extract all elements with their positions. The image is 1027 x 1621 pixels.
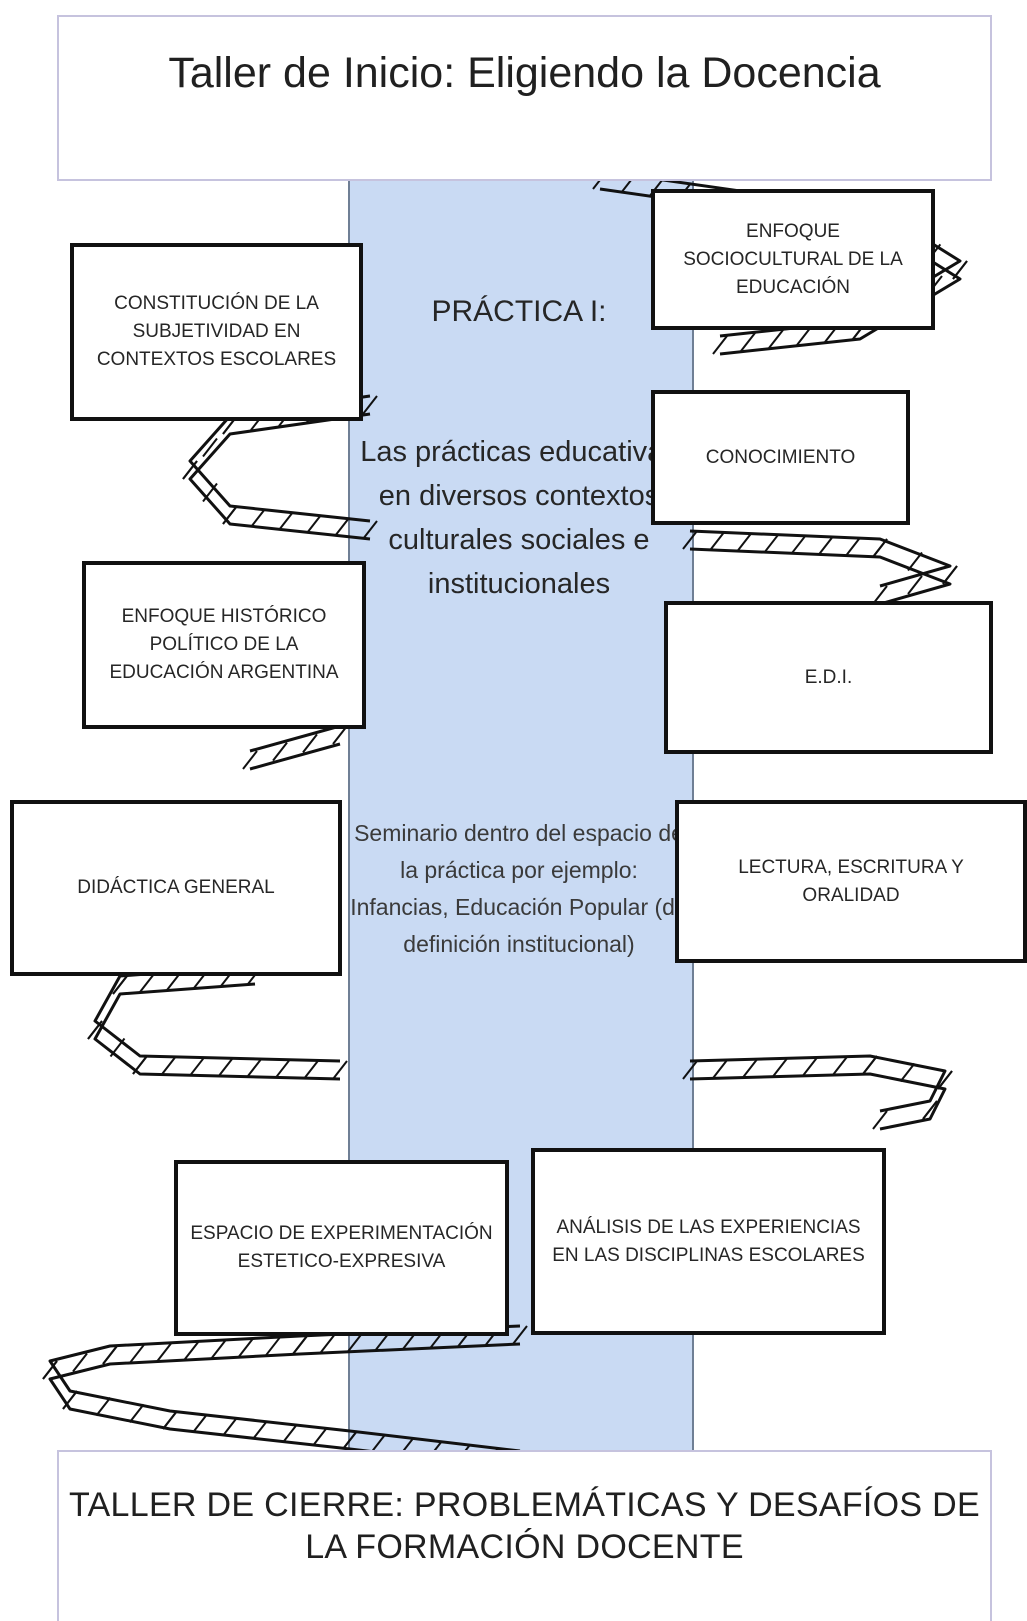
opening-workshop-box: Taller de Inicio: Eligiendo la Docencia [57,15,992,181]
practice-title: PRÁCTICA I: [431,295,607,328]
box-analisis-experiencias: ANÁLISIS DE LAS EXPERIENCIAS EN LAS DISC… [531,1148,886,1335]
ribbon-segment [682,529,958,606]
ribbon-segment [182,394,378,541]
closing-workshop-title: TALLER DE CIERRE: PROBLEMÁTICAS Y DESAFÍ… [69,1486,980,1566]
box-lectura-escritura: LECTURA, ESCRITURA Y ORALIDAD [675,800,1027,963]
ribbon-segment [242,724,348,771]
box-enfoque-sociocultural: ENFOQUE SOCIOCULTURAL DE LA EDUCACIÓN [651,189,935,330]
seminar-description: Seminario dentro del espacio de la práct… [350,820,688,957]
box-enfoque-historico: ENFOQUE HISTÓRICO POLÍTICO DE LA EDUCACI… [82,561,366,729]
box-edi: E.D.I. [664,601,993,754]
opening-workshop-title: Taller de Inicio: Eligiendo la Docencia [168,49,881,97]
box-didactica-general: DIDÁCTICA GENERAL [10,800,342,976]
box-conocimiento: CONOCIMIENTO [651,390,910,525]
closing-workshop-box: TALLER DE CIERRE: PROBLEMÁTICAS Y DESAFÍ… [57,1450,992,1621]
practice-description: Las prácticas educativas en diversos con… [360,436,678,600]
box-espacio-experimentacion: ESPACIO DE EXPERIMENTACIÓN ESTETICO-EXPR… [174,1160,509,1336]
ribbon-segment [42,1324,528,1471]
ribbon-segment [682,1054,953,1131]
ribbon-segment [87,964,348,1081]
box-constitucion: CONSTITUCIÓN DE LA SUBJETIVIDAD EN CONTE… [70,243,363,421]
